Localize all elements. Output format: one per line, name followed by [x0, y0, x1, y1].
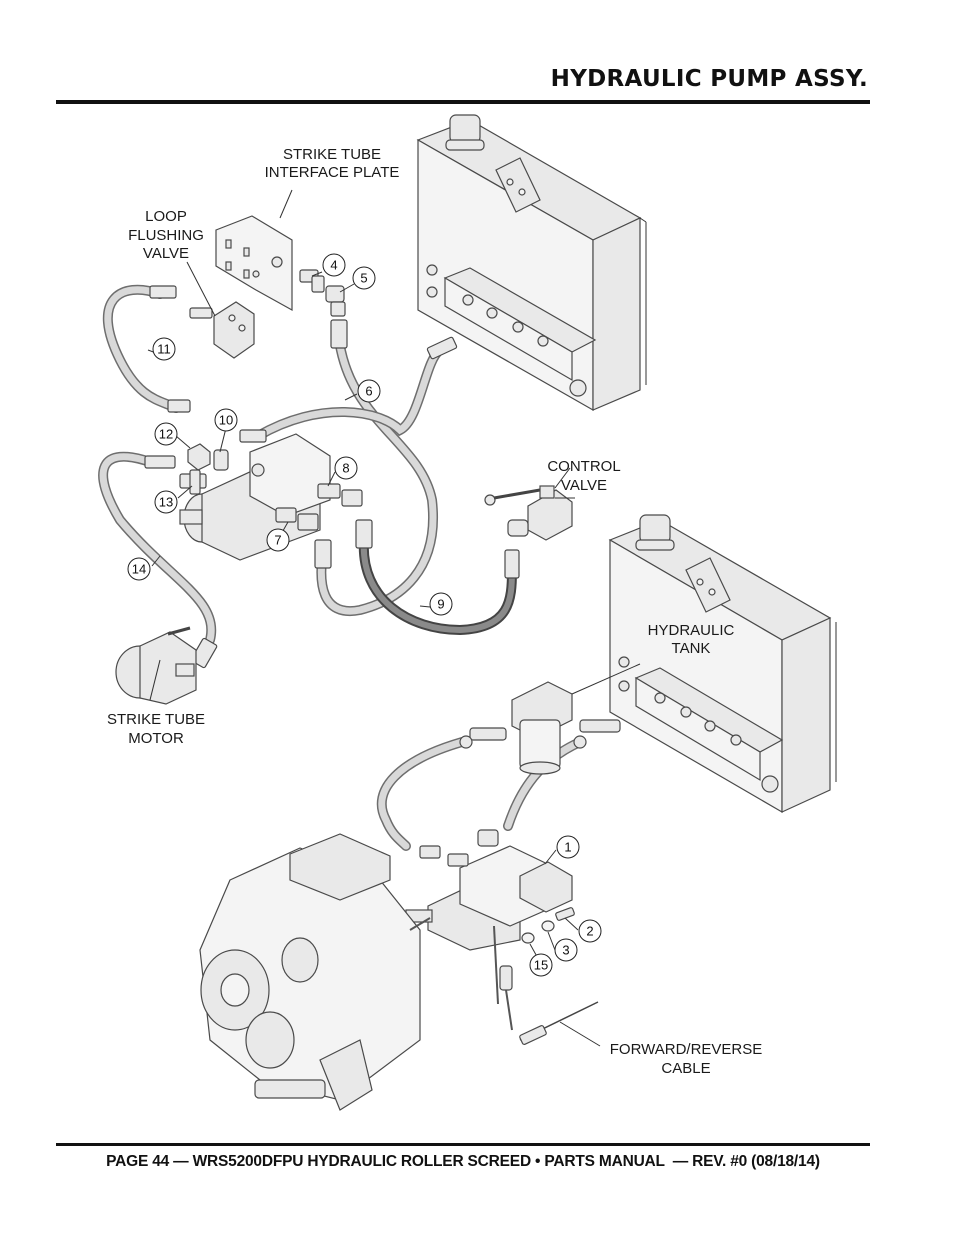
label-control-valve-line1: CONTROL — [547, 458, 620, 475]
page-title: HYDRAULIC PUMP ASSY. — [550, 66, 868, 92]
main-hydraulic-pump — [405, 829, 573, 951]
callout-13: 13 — [154, 490, 178, 514]
svg-text:4: 4 — [330, 258, 337, 273]
svg-text:1: 1 — [564, 840, 571, 855]
callout-12: 12 — [154, 422, 178, 446]
label-loop-flushing-line1: LOOP — [145, 208, 187, 225]
label-interface-plate-line2: INTERFACE PLATE — [265, 164, 400, 181]
svg-text:8: 8 — [342, 461, 349, 476]
svg-text:2: 2 — [586, 924, 593, 939]
washer-15 — [521, 932, 535, 944]
hose-14 — [98, 451, 218, 669]
svg-text:3: 3 — [562, 943, 569, 958]
callout-6: 6 — [357, 379, 381, 403]
callout-7: 7 — [266, 528, 290, 552]
footer-rule — [56, 1143, 870, 1146]
strike-tube-interface-plate — [215, 215, 293, 312]
fitting-10 — [213, 449, 229, 471]
hose-9 — [355, 519, 520, 636]
label-hydraulic-tank-line1: HYDRAULIC — [648, 622, 735, 639]
callout-11: 11 — [152, 337, 176, 361]
fitting-7 — [275, 507, 319, 531]
lower-hydraulic-tank — [608, 514, 837, 814]
loop-flushing-valve — [189, 301, 255, 359]
label-fwd-rev-cable-line2: CABLE — [661, 1060, 710, 1077]
callout-1: 1 — [556, 835, 580, 859]
label-fwd-rev-cable-line1: FORWARD/REVERSE — [610, 1041, 763, 1058]
svg-text:14: 14 — [132, 562, 146, 577]
callout-8: 8 — [334, 456, 358, 480]
upper-return-hose — [239, 336, 458, 443]
suction-filter — [459, 681, 621, 775]
strike-tube-pump — [179, 433, 331, 561]
label-loop-flushing-line2: FLUSHING — [128, 227, 204, 244]
fitting-8 — [317, 483, 363, 507]
callout-14: 14 — [127, 557, 151, 581]
fitting-12 — [187, 443, 211, 471]
page-footer: PAGE 44 — WRS5200DFPU HYDRAULIC ROLLER S… — [106, 1153, 820, 1170]
bolt-2 — [555, 907, 575, 921]
label-hydraulic-tank-line2: TANK — [672, 640, 711, 657]
washer-3 — [541, 920, 555, 932]
svg-text:13: 13 — [159, 495, 173, 510]
callout-2: 2 — [578, 919, 602, 943]
filler-cap-icon — [449, 114, 481, 144]
callout-15: 15 — [529, 953, 553, 977]
svg-text:5: 5 — [360, 271, 367, 286]
svg-text:10: 10 — [219, 413, 233, 428]
label-control-valve-line2: VALVE — [561, 477, 607, 494]
strike-tube-motor — [115, 626, 197, 705]
svg-text:7: 7 — [274, 533, 281, 548]
svg-text:11: 11 — [157, 342, 171, 357]
svg-text:15: 15 — [534, 958, 548, 973]
callout-4: 4 — [322, 253, 346, 277]
label-loop-flushing-line3: VALVE — [143, 245, 189, 262]
engine-block — [199, 833, 431, 1111]
svg-text:6: 6 — [365, 384, 372, 399]
label-strike-tube-motor-line2: MOTOR — [128, 730, 184, 747]
forward-reverse-cable — [519, 1001, 599, 1045]
label-strike-tube-motor-line1: STRIKE TUBE — [107, 711, 205, 728]
svg-text:9: 9 — [437, 597, 444, 612]
hose-6 — [314, 319, 439, 617]
control-valve — [484, 485, 573, 541]
label-interface-plate-line1: STRIKE TUBE — [283, 146, 381, 163]
callout-5: 5 — [352, 266, 376, 290]
upper-hydraulic-tank — [416, 114, 647, 412]
hose-11 — [102, 284, 191, 413]
header-rule — [56, 100, 870, 104]
fitting-13 — [179, 469, 207, 495]
callout-10: 10 — [214, 408, 238, 432]
tee-fitting-4 — [299, 269, 325, 293]
callout-3: 3 — [554, 938, 578, 962]
svg-text:12: 12 — [159, 427, 173, 442]
lower-suction-hoses — [376, 737, 585, 851]
elbow-fitting-5 — [325, 285, 346, 317]
callout-9: 9 — [429, 592, 453, 616]
control-arm — [493, 925, 513, 1031]
